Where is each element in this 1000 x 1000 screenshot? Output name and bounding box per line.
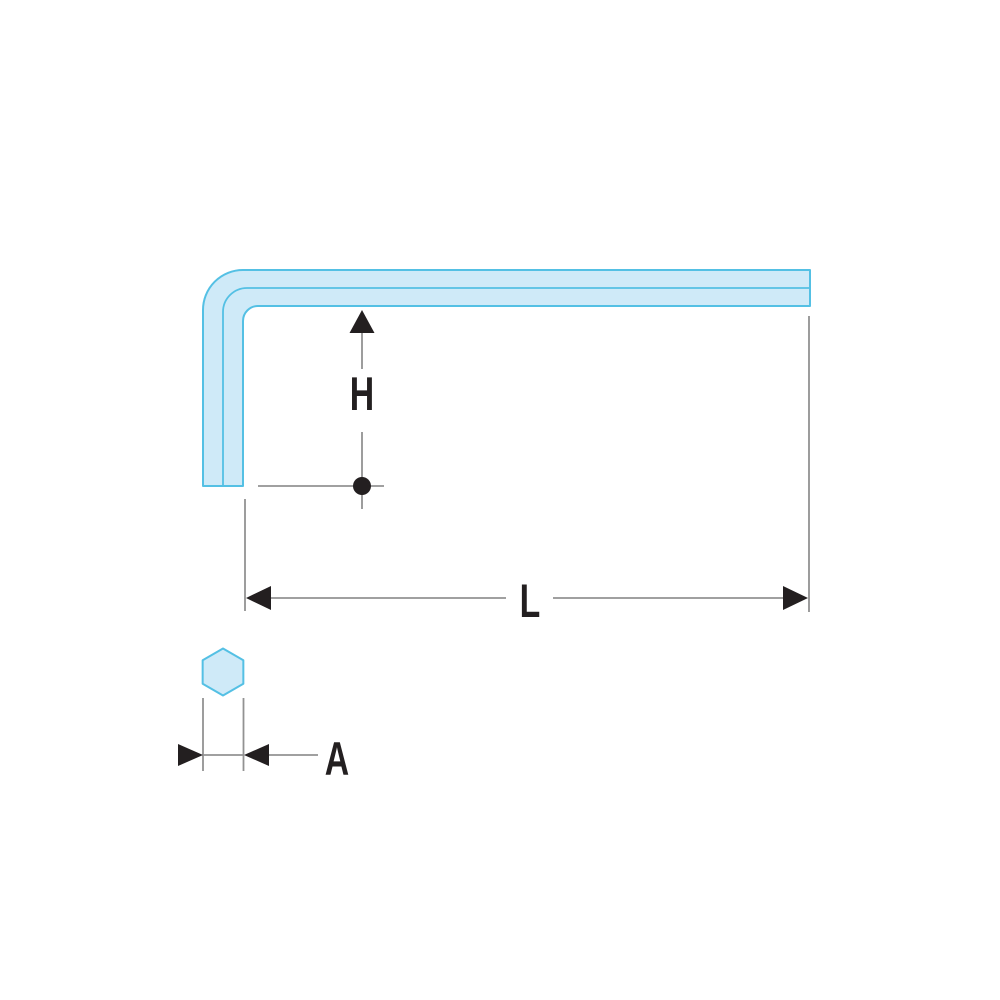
l-label: L — [520, 575, 541, 628]
height-dimension: H — [258, 310, 384, 509]
h-arrow-up-icon — [349, 310, 375, 333]
hex-key-facet-line — [222, 287, 810, 486]
h-origin-dot — [353, 477, 371, 495]
a-label: A — [325, 733, 349, 786]
cross-section — [201, 647, 245, 697]
hex-key — [202, 269, 811, 487]
l-arrow-left-icon — [246, 586, 271, 610]
h-label: H — [350, 368, 374, 421]
across-flats-dimension: A — [178, 698, 349, 785]
hex-key-body — [202, 269, 811, 487]
length-dimension: L — [244, 316, 810, 628]
hex-cross-section — [201, 647, 245, 697]
a-arrow-right-icon — [244, 744, 269, 766]
l-arrow-right-icon — [783, 586, 808, 610]
a-arrow-left-icon — [178, 744, 203, 766]
